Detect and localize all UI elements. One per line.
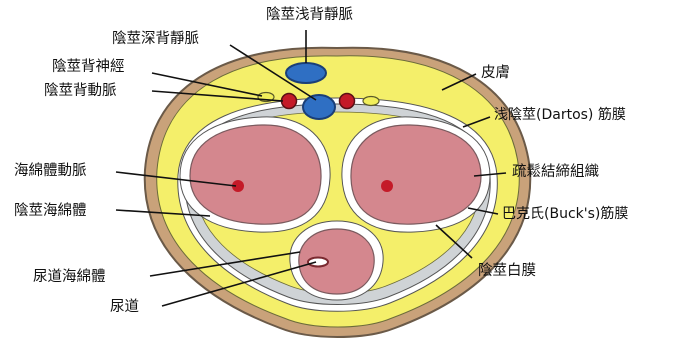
urethra	[308, 258, 328, 267]
label-dorsal-nerve: 陰莖背神經	[52, 58, 125, 76]
label-corpus-cavernosum: 陰莖海綿體	[14, 202, 87, 220]
cavernous-artery-right	[381, 180, 393, 192]
label-loose-connective-tissue: 疏鬆結締組織	[512, 163, 599, 181]
dorsal-artery-right	[340, 94, 355, 109]
label-cavernous-artery: 海綿體動脈	[14, 162, 87, 180]
corpus-cavernosum-left	[190, 125, 321, 224]
dorsal-nerve-right	[363, 97, 379, 106]
label-bucks-fascia: 巴克氏(Buck's)筋膜	[502, 205, 628, 223]
label-urethra: 尿道	[110, 298, 139, 316]
label-skin: 皮膚	[481, 64, 510, 82]
deep-dorsal-vein	[303, 95, 335, 119]
label-tunica-albuginea: 陰莖白膜	[478, 262, 536, 280]
label-deep-dorsal-vein: 陰莖深背靜脈	[112, 30, 199, 48]
label-dartos-fascia: 浅陰莖(Dartos) 筋膜	[494, 106, 626, 124]
label-dorsal-artery: 陰莖背動脈	[44, 82, 117, 100]
dorsal-artery-left	[282, 94, 297, 109]
label-superficial-dorsal-vein: 陰莖浅背靜脈	[266, 6, 353, 24]
corpus-cavernosum-right	[351, 125, 481, 224]
label-corpus-spongiosum: 尿道海綿體	[33, 268, 106, 286]
superficial-dorsal-vein	[286, 63, 326, 83]
